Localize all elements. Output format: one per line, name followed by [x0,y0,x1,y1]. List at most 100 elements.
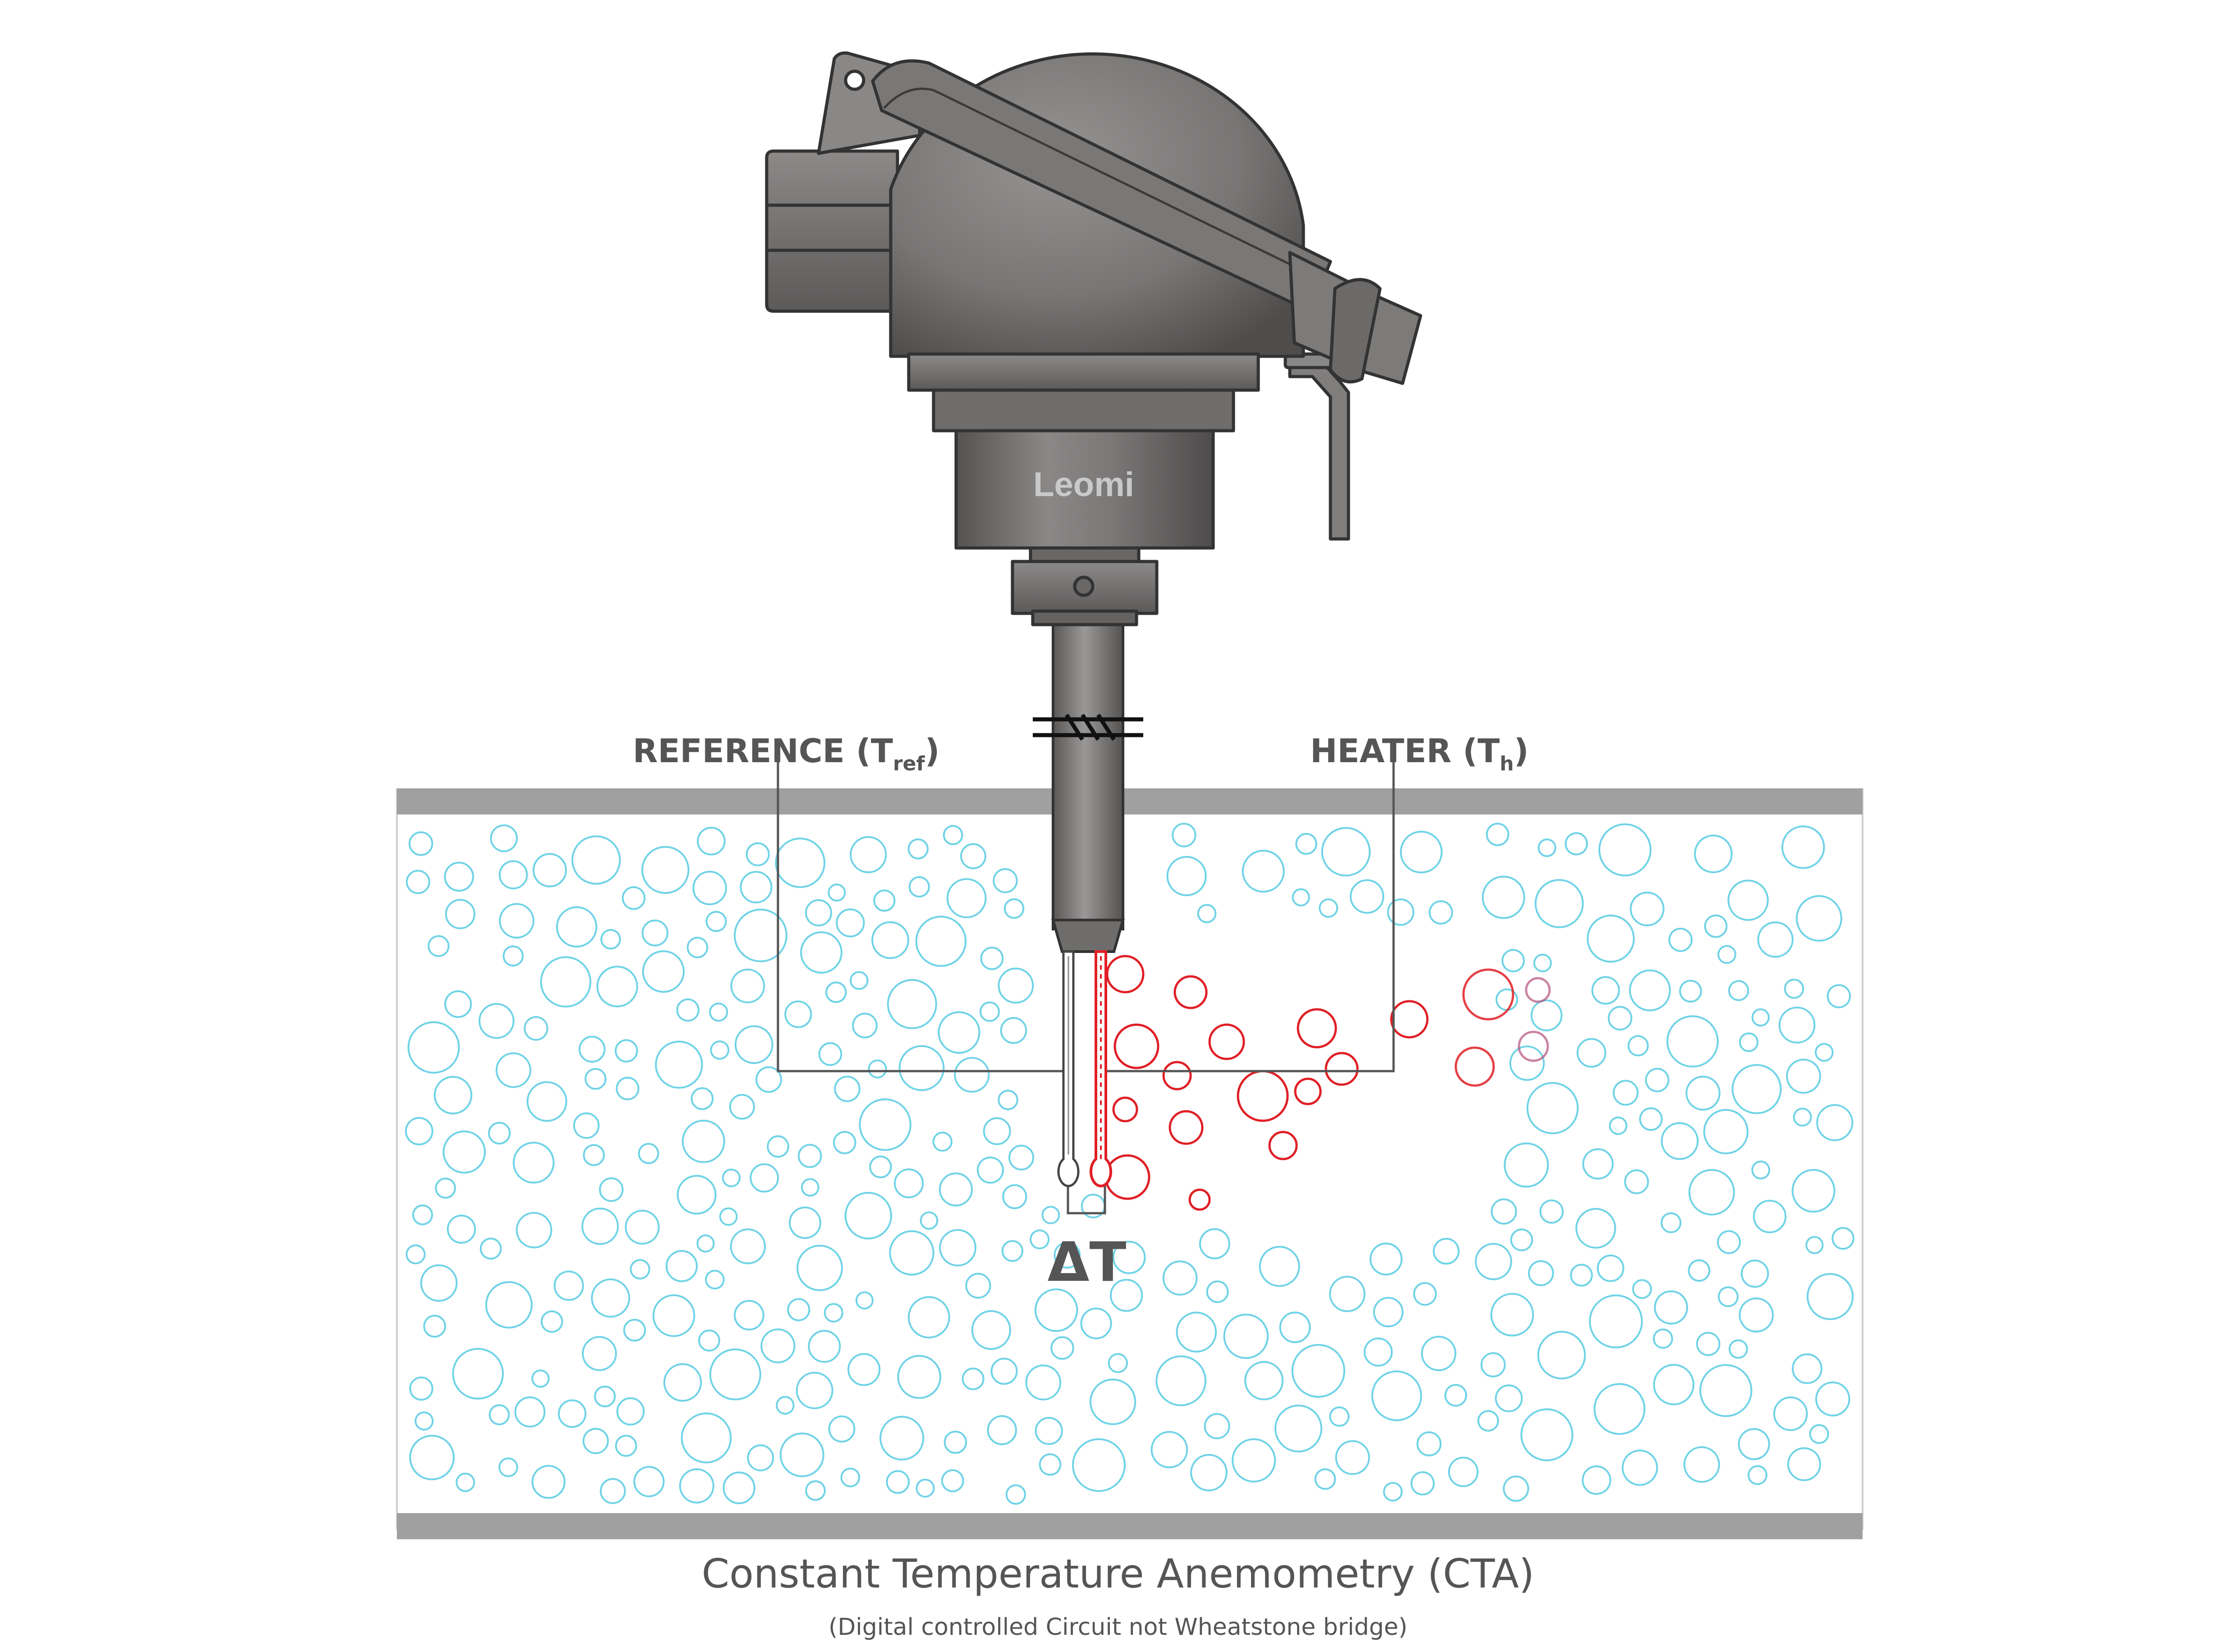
bubble [894,1168,924,1198]
bubble [1050,1336,1074,1360]
hinge-hole [844,69,865,91]
bubble [747,1444,774,1472]
bubble [615,1039,638,1063]
bubble [1576,1038,1606,1068]
bubble [524,1016,548,1041]
bubble [1624,1169,1649,1194]
bubble [886,1470,910,1494]
bubble [573,1112,600,1139]
bubble [655,1040,703,1089]
bubble [1503,1475,1529,1502]
bubble [796,1371,833,1409]
bubble [1570,1264,1593,1287]
bubble [1112,1241,1146,1275]
bubble [1688,1169,1735,1216]
bubble [1598,823,1652,877]
bubble [1639,1107,1663,1131]
bubble [1809,1424,1829,1444]
bubble [641,846,690,894]
bubble [1815,1043,1834,1062]
bubble [488,1404,510,1426]
bubble [1003,898,1025,919]
bubble [1795,895,1842,942]
bubble [600,929,621,950]
bubble [1319,898,1339,918]
bubble [433,1076,473,1115]
circuit-wires [777,762,1395,1215]
bubble [623,1319,646,1342]
heated-bubble [1173,975,1208,1009]
bubble [1383,1482,1403,1502]
bubble [1090,1378,1136,1425]
bubble [1728,980,1749,1001]
bubble [808,1330,841,1363]
bubble [1429,900,1453,925]
bubble [705,1270,725,1290]
bubble [556,906,598,948]
reference-wire [777,762,1068,1072]
bubble [1444,1384,1467,1407]
bubble [709,1003,728,1022]
bubble [445,899,476,930]
bubble [755,1066,782,1093]
bubble [1329,1275,1366,1312]
heated-bubble [1113,1023,1159,1069]
cooling-bubble [1518,1031,1549,1062]
bubble [1589,1294,1643,1348]
bubble [1433,1238,1460,1265]
bubble [428,935,450,957]
bubble [553,1270,584,1301]
heated-bubble [1268,1131,1298,1160]
bubble [887,979,937,1029]
bubble [1110,1279,1143,1312]
bubble [412,1204,433,1225]
bubble [801,1178,819,1197]
bubble [1718,1286,1739,1307]
bubble [740,871,773,904]
bubble [1781,825,1825,869]
bubble [1166,856,1207,897]
bubble [1259,1246,1300,1287]
bubble-field [405,823,1854,1505]
bubble [722,1471,755,1505]
bubble [407,1021,460,1074]
bubble [1528,1260,1554,1286]
bubble [1108,1353,1128,1373]
bubble [824,1303,844,1323]
bubble [1034,1288,1078,1332]
bubble [540,956,592,1008]
bubble [652,1294,695,1337]
bubble [1816,1104,1854,1141]
bubble [879,1416,925,1461]
bubble [596,966,638,1008]
bubble [641,920,669,947]
bubble [452,1348,504,1400]
bubble [1495,1384,1523,1413]
bubble [1582,1148,1614,1180]
bubble [938,1011,980,1054]
bubble [977,1156,1004,1184]
bubble [856,1291,874,1310]
bubble [583,1144,605,1166]
bubble [625,1210,660,1245]
bubble [734,908,787,962]
bubble [1668,928,1693,952]
bubble [514,1396,546,1428]
bubble [719,1207,738,1226]
bubble [1587,915,1635,963]
probe [1033,612,1143,1187]
caption-title: Constant Temperature Anemometry (CTA) [702,1551,1535,1597]
bubble [1699,1364,1753,1417]
bubble [1002,1184,1027,1209]
bubble [485,1281,533,1329]
bubble [446,1215,476,1244]
bubble [1815,1381,1850,1417]
bubble [1295,833,1317,855]
bubble [1564,832,1588,856]
bubble [1162,1260,1198,1296]
bubble [1751,1160,1771,1180]
bubble [784,1000,812,1028]
bubble [1520,1408,1573,1461]
bubble [1197,904,1217,923]
bubble [1481,875,1525,919]
